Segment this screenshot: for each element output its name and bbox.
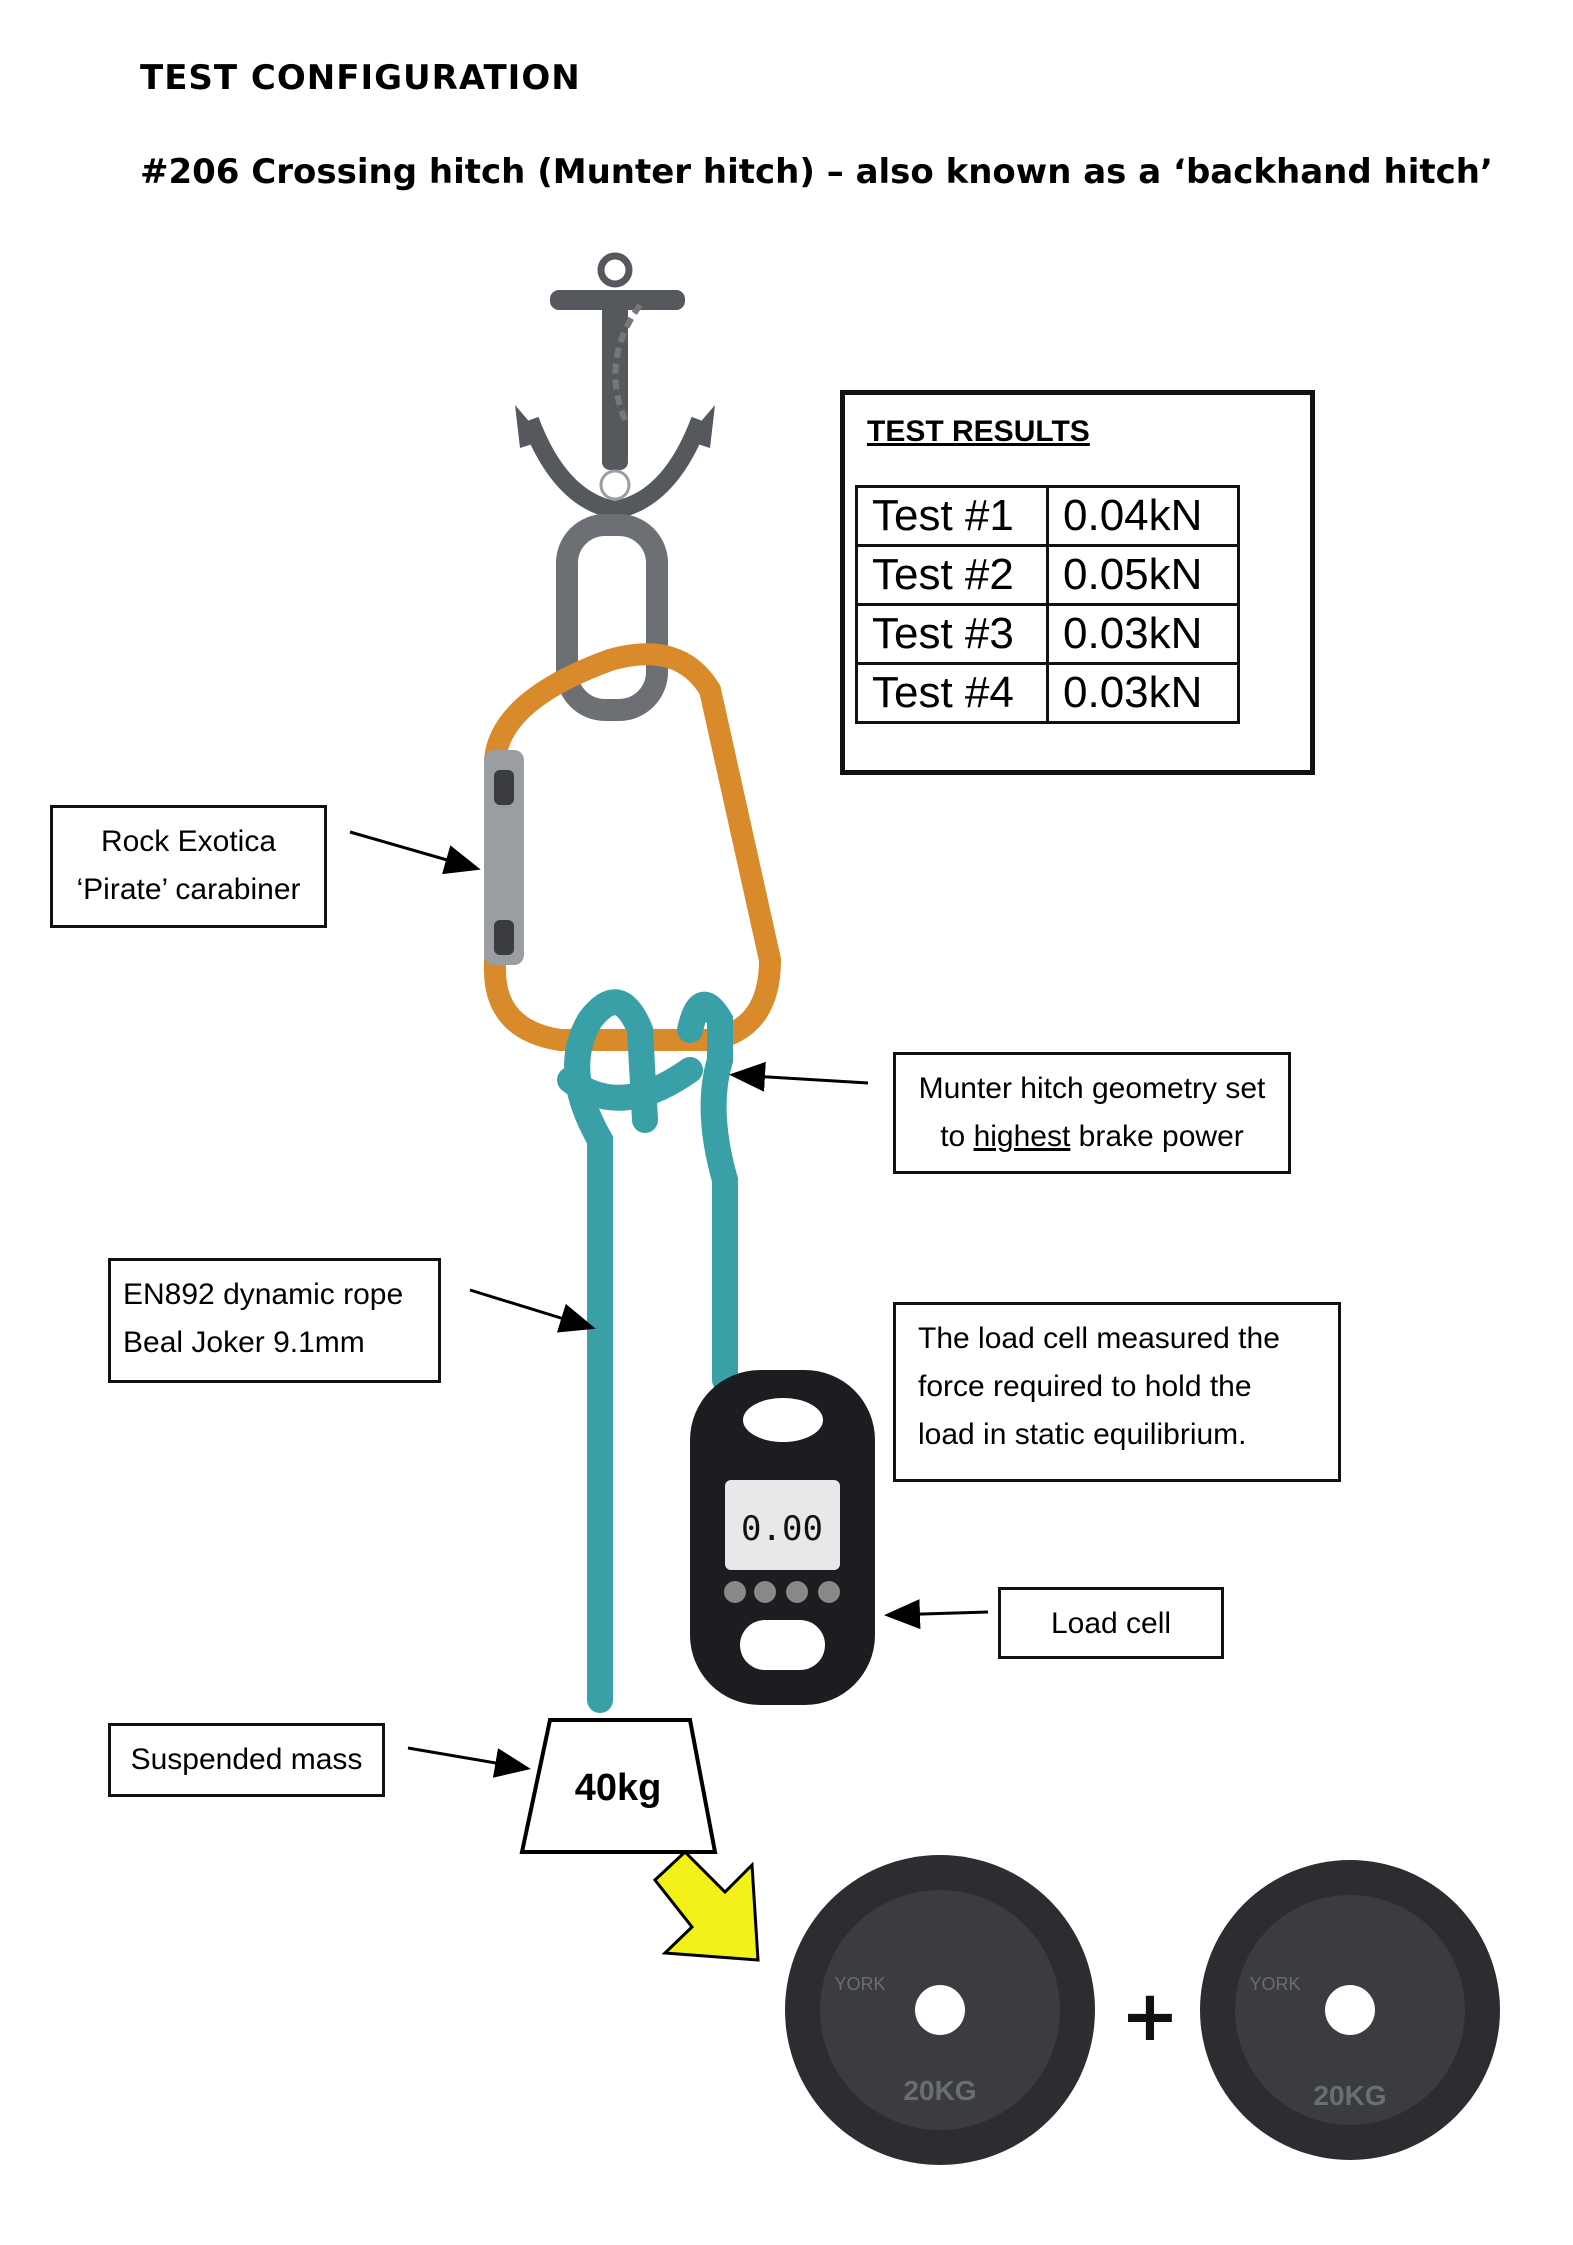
test-results-title: TEST RESULTS (867, 415, 1090, 448)
test-name-cell: Test #4 (855, 662, 1049, 724)
munter-label-post: brake power (1070, 1120, 1244, 1153)
test-value-cell: 0.04kN (1046, 485, 1240, 547)
plate-2-label: 20KG (1313, 2080, 1386, 2111)
carabiner-shape (484, 643, 782, 1051)
table-row: Test #2 0.05kN (855, 544, 1240, 606)
load-cell-desc-line2: force required to hold the (918, 1370, 1252, 1403)
table-row: Test #3 0.03kN (855, 603, 1240, 665)
plate-2-brand: YORK (1249, 1974, 1300, 1994)
munter-label-pre: to (940, 1120, 974, 1153)
load-cell-label-box: Load cell (998, 1587, 1224, 1659)
rope-label-line1: EN892 dynamic rope (123, 1278, 404, 1311)
mass-label: Suspended mass (130, 1743, 363, 1776)
rope-shape (557, 989, 738, 1713)
mass-value: 40kg (575, 1767, 662, 1809)
page-subtitle: #206 Crossing hitch (Munter hitch) – als… (140, 152, 1493, 192)
rope-pointer-arrow (469, 1288, 596, 1333)
load-cell-description-box: The load cell measured the force require… (893, 1302, 1341, 1482)
rope-label-line2: Beal Joker 9.1mm (123, 1326, 365, 1359)
load-cell-desc-line1: The load cell measured the (918, 1322, 1280, 1355)
munter-label-line2: to highest brake power (896, 1113, 1288, 1161)
test-name-cell: Test #2 (855, 544, 1049, 606)
carabiner-pointer-arrow (349, 830, 481, 875)
rope-label-box: EN892 dynamic rope Beal Joker 9.1mm (108, 1258, 441, 1383)
test-results-table: Test #1 0.04kN Test #2 0.05kN Test #3 0.… (855, 485, 1240, 724)
test-value-cell: 0.03kN (1046, 662, 1240, 724)
carabiner-label-line2: ‘Pirate’ carabiner (76, 873, 301, 906)
page-title: TEST CONFIGURATION (140, 58, 581, 98)
load-cell-label: Load cell (1050, 1607, 1172, 1640)
test-value-cell: 0.05kN (1046, 544, 1240, 606)
plate-1-brand: YORK (834, 1974, 885, 1994)
load-cell-shape: 0.00 (690, 1370, 875, 1705)
load-cell-desc-line3: load in static equilibrium. (918, 1418, 1247, 1451)
munter-pointer-arrow (729, 1061, 869, 1092)
table-row: Test #4 0.03kN (855, 662, 1240, 724)
test-results-box: TEST RESULTS Test #1 0.04kN Test #2 0.05… (840, 390, 1315, 775)
munter-label-underline: highest (973, 1120, 1071, 1153)
munter-label-box: Munter hitch geometry set to highest bra… (893, 1052, 1291, 1174)
steel-link-shape (556, 514, 668, 721)
carabiner-label-line1: Rock Exotica (100, 825, 277, 858)
load-cell-reading: 0.00 (741, 1509, 823, 1549)
plus-sign: + (1121, 1975, 1180, 2057)
yellow-arrow-icon (652, 1849, 760, 1962)
table-row: Test #1 0.04kN (855, 485, 1240, 547)
munter-label-line1: Munter hitch geometry set (918, 1072, 1266, 1105)
test-name-cell: Test #3 (855, 603, 1049, 665)
anchor-icon (515, 252, 715, 520)
mass-pointer-arrow (407, 1746, 531, 1778)
plate-1-label: 20KG (903, 2075, 976, 2106)
carabiner-label-box: Rock Exotica ‘Pirate’ carabiner (50, 805, 327, 928)
weight-plate-1: 20KG YORK (785, 1855, 1095, 2165)
load-cell-pointer-arrow (884, 1599, 989, 1630)
suspended-mass-shape: 40kg (519, 1718, 718, 1854)
weight-plate-2: 20KG YORK (1200, 1860, 1500, 2160)
mass-label-box: Suspended mass (108, 1723, 385, 1797)
test-name-cell: Test #1 (855, 485, 1049, 547)
test-value-cell: 0.03kN (1046, 603, 1240, 665)
